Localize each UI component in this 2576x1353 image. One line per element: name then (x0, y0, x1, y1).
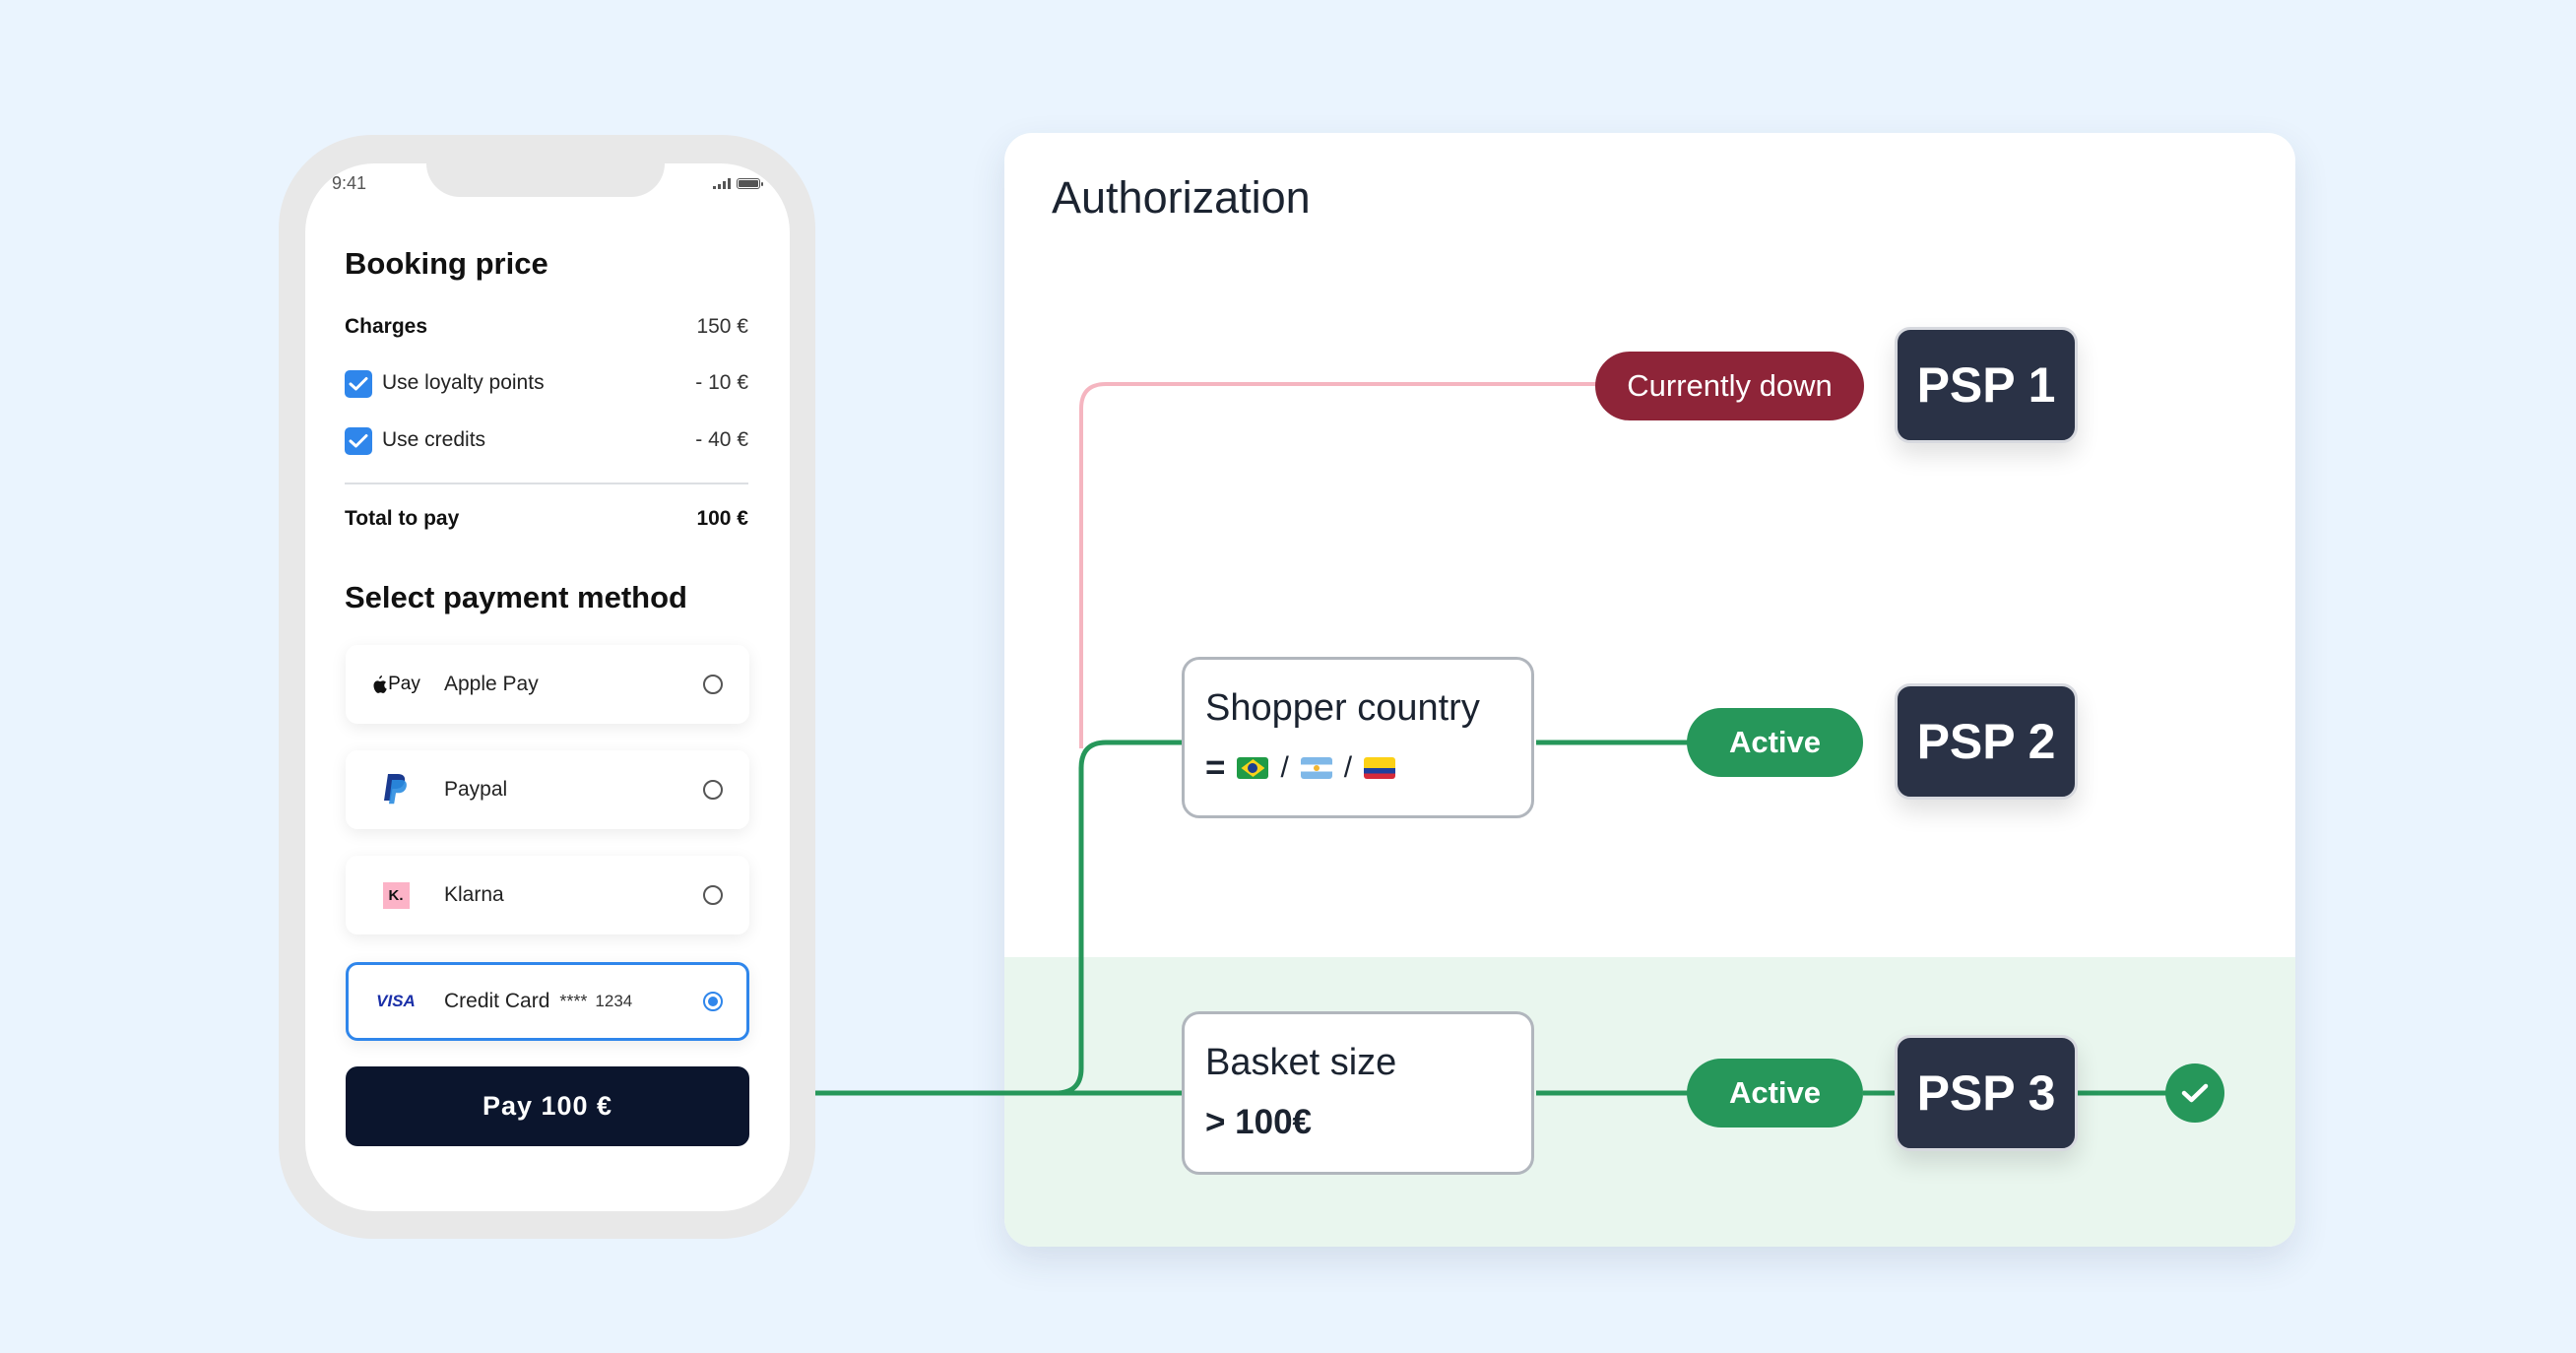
payment-option-label: Apple Pay (444, 673, 539, 695)
psp-1[interactable]: PSP 1 (1895, 327, 2078, 443)
radio-button-selected[interactable] (703, 992, 723, 1011)
phone-screen: 9:41 Booking price Charges 150 € Use loy… (305, 163, 790, 1211)
credits-label: Use credits (382, 428, 486, 451)
charges-value: 150 € (696, 315, 748, 338)
psp-3[interactable]: PSP 3 (1895, 1035, 2078, 1151)
payment-option-paypal[interactable]: Paypal (346, 750, 749, 829)
status-badge-active: Active (1687, 708, 1863, 777)
radio-button[interactable] (703, 780, 723, 800)
paypal-icon (384, 774, 407, 805)
status-badge-active: Active (1687, 1059, 1863, 1128)
argentina-flag-icon (1300, 757, 1332, 779)
condition-title: Basket size (1205, 1042, 1397, 1083)
psp-2[interactable]: PSP 2 (1895, 683, 2078, 800)
charges-label: Charges (345, 315, 428, 338)
status-badge-down: Currently down (1595, 352, 1864, 420)
booking-title: Booking price (345, 246, 548, 281)
loyalty-points-label: Use loyalty points (382, 371, 545, 394)
signal-icon (713, 177, 731, 189)
payment-option-klarna[interactable]: K. Klarna (346, 856, 749, 934)
condition-value: > 100€ (1205, 1103, 1313, 1141)
battery-icon (737, 178, 763, 189)
pay-button[interactable]: Pay 100 € (346, 1066, 749, 1146)
radio-button[interactable] (703, 675, 723, 694)
condition-shopper-country[interactable]: Shopper country = / / (1182, 657, 1534, 818)
payment-method-title: Select payment method (345, 580, 687, 614)
credits-checkbox[interactable] (345, 427, 372, 455)
card-mask: **** (559, 991, 588, 1011)
payment-option-credit-card[interactable]: VISA Credit Card **** 1234 (346, 962, 749, 1041)
phone-notch (426, 163, 665, 197)
authorization-title: Authorization (1052, 172, 1311, 223)
checkmark-icon (349, 377, 368, 391)
checkmark-icon (349, 434, 368, 448)
loyalty-points-checkbox[interactable] (345, 370, 372, 398)
check-icon (2165, 1063, 2224, 1123)
status-icons (713, 177, 763, 189)
condition-basket-size[interactable]: Basket size > 100€ (1182, 1011, 1534, 1175)
paypal-logo (365, 750, 426, 829)
credits-value: - 40 € (695, 428, 748, 451)
visa-logo: VISA (376, 992, 416, 1010)
apple-pay-logo: Pay (365, 645, 426, 724)
status-time: 9:41 (332, 173, 367, 193)
apple-icon (373, 675, 387, 693)
total-value: 100 € (696, 507, 748, 530)
colombia-flag-icon (1364, 757, 1396, 779)
card-last4: 1234 (595, 992, 633, 1010)
condition-value: = / / (1205, 748, 1396, 788)
price-divider (345, 483, 748, 484)
brazil-flag-icon (1237, 757, 1269, 779)
loyalty-points-value: - 10 € (695, 371, 748, 394)
total-label: Total to pay (345, 507, 460, 530)
radio-button[interactable] (703, 885, 723, 905)
klarna-logo: K. (365, 856, 426, 934)
payment-option-label: Paypal (444, 778, 508, 801)
condition-title: Shopper country (1205, 687, 1480, 729)
payment-option-label: Credit Card **** 1234 (444, 990, 633, 1012)
payment-option-apple-pay[interactable]: Pay Apple Pay (346, 645, 749, 724)
payment-option-label: Klarna (444, 883, 504, 906)
